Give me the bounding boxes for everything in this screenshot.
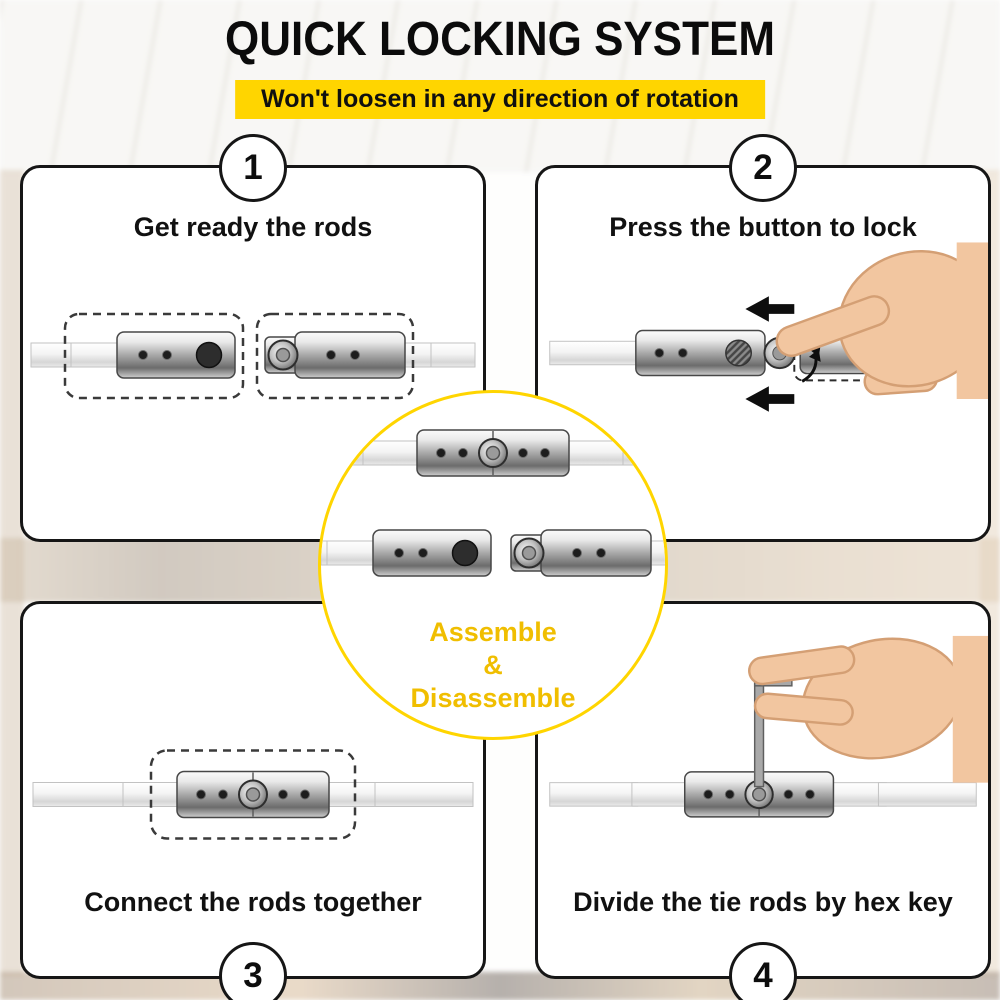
step-1-caption: Get ready the rods — [133, 212, 373, 242]
press-button-illustration — [549, 242, 988, 412]
step-1-number-badge: 1 — [219, 134, 287, 202]
step-4-number-badge: 4 — [729, 942, 797, 1000]
step-2-caption: Press the button to lock — [609, 212, 917, 242]
rod-connector-joined — [122, 770, 384, 819]
hex-key-illustration — [549, 635, 988, 818]
socket-hole — [725, 339, 752, 367]
dashed-outline — [149, 749, 357, 840]
assemble-label: Assemble — [429, 617, 557, 647]
dashed-outline-left — [63, 312, 245, 400]
step-2-number-badge: 2 — [729, 134, 797, 202]
step-panel-4: 4 Divide the tie rods by hex key — [535, 601, 991, 1000]
hand-icon — [748, 635, 988, 783]
step-number: 3 — [243, 956, 263, 995]
disassemble-label: Disassemble — [410, 683, 576, 713]
rod-button-piece — [510, 529, 665, 577]
dashed-outline-right — [255, 312, 415, 400]
hand-icon — [775, 242, 988, 399]
rod-connector-joined — [362, 429, 624, 477]
rod-socket-piece — [326, 529, 492, 577]
assemble-disassemble-badge: Assemble & Disassemble — [318, 390, 668, 740]
rod-socket-piece — [70, 331, 236, 379]
ampersand-label: & — [483, 650, 503, 680]
step-4-caption: Divide the tie rods by hex key — [573, 887, 953, 917]
step-number: 2 — [753, 148, 773, 187]
step-3-number-badge: 3 — [219, 942, 287, 1000]
step-number: 4 — [753, 956, 773, 995]
rods-ready-illustration — [30, 312, 476, 400]
subtitle-banner: Won't loosen in any direction of rotatio… — [235, 80, 765, 119]
step-panel-2: 2 Press the button to lock — [535, 134, 991, 542]
connect-rods-illustration — [32, 749, 474, 840]
assemble-disassemble-text: Assemble & Disassemble — [321, 616, 665, 715]
step-number: 1 — [243, 148, 263, 187]
step-3-caption: Connect the rods together — [84, 887, 422, 917]
push-direction-arrows — [745, 296, 795, 412]
page-title: QUICK LOCKING SYSTEM — [224, 12, 776, 66]
